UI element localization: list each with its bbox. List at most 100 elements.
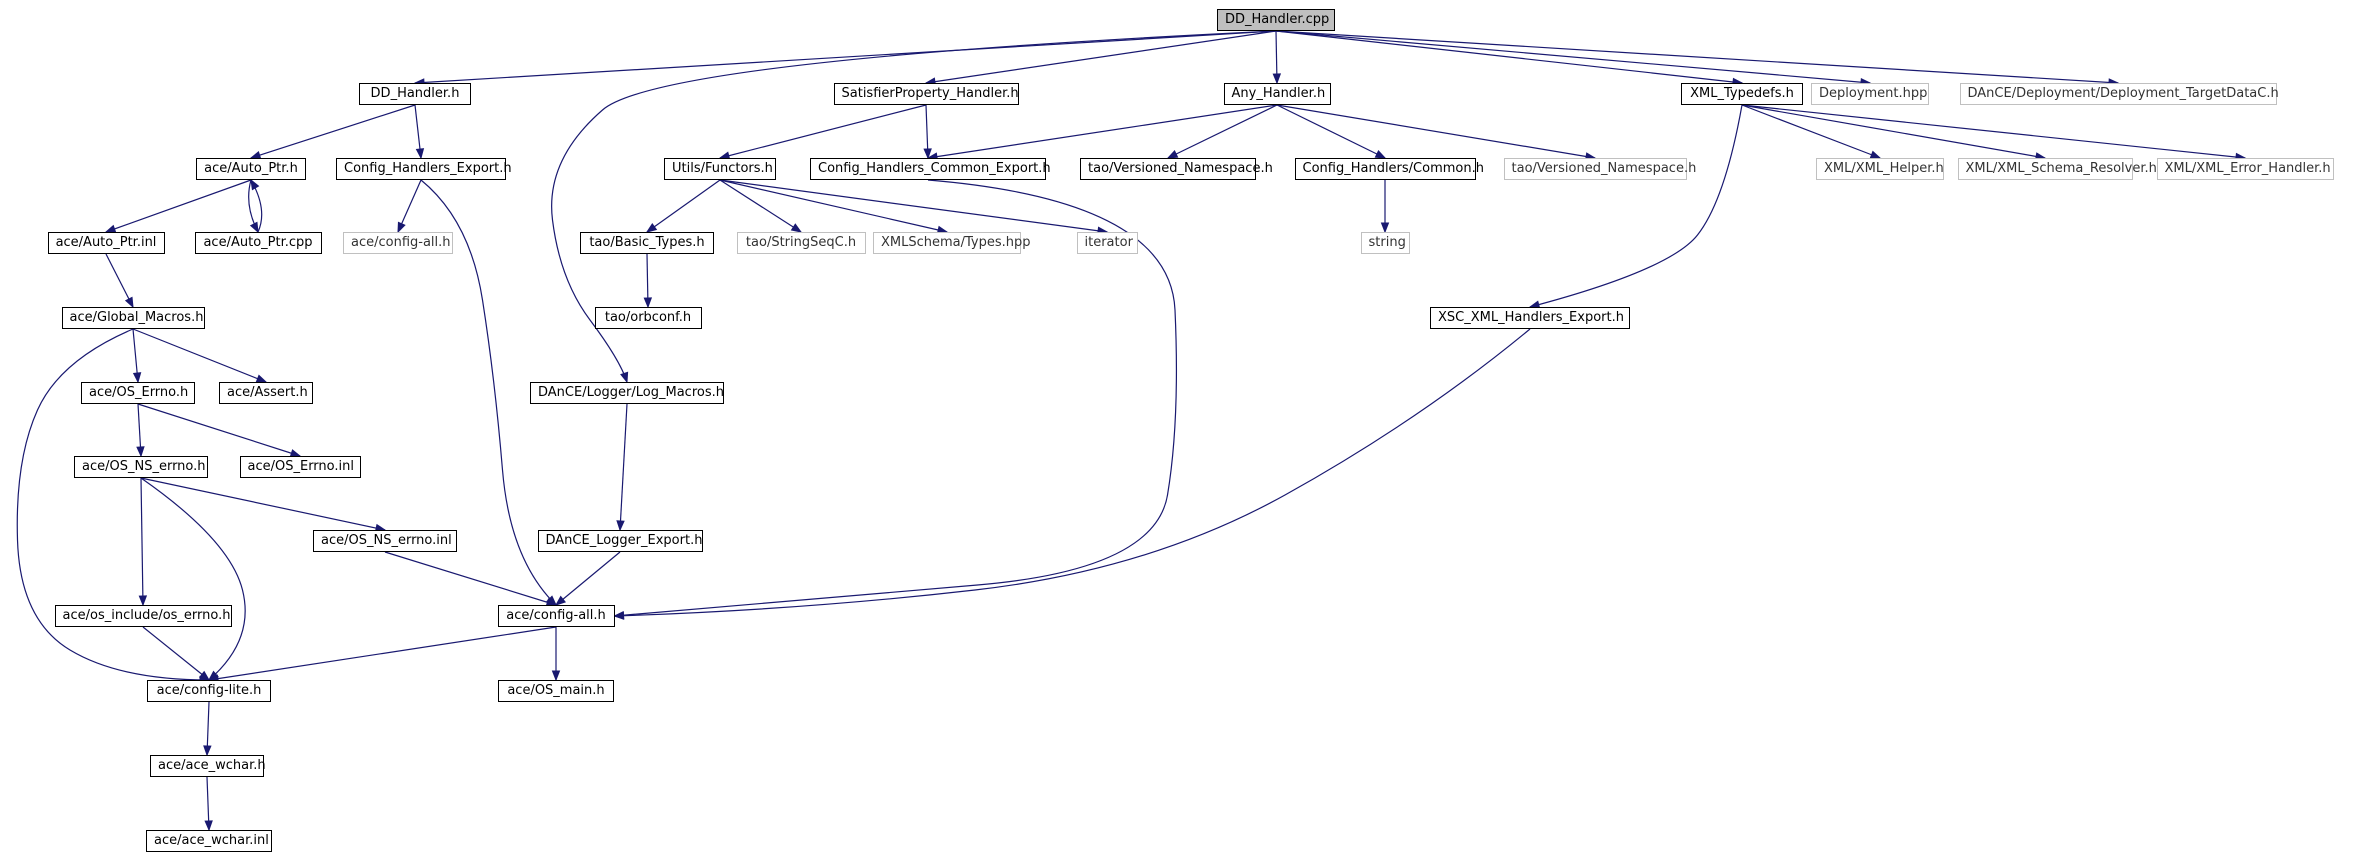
node-assert-h[interactable]: ace/Assert.h: [219, 382, 313, 404]
node-tao-versioned-1[interactable]: tao/Versioned_Namespace.h: [1080, 158, 1273, 180]
node-ace-config-all-ext: ace/config-all.h: [343, 232, 453, 254]
node-tao-stringseqc-h: tao/StringSeqC.h: [736, 232, 866, 254]
arrowhead-dd-handler-cpp-to-any-handler-h: [1272, 73, 1282, 85]
node-string: string: [1360, 232, 1410, 254]
edge-auto-ptr-inl-to-global-macros-h: [105, 253, 134, 308]
edge-any-handler-h-to-tao-versioned-2: [1276, 104, 1596, 159]
node-log-macros-h[interactable]: DAnCE/Logger/Log_Macros.h: [530, 382, 724, 404]
node-satisfier-h[interactable]: SatisfierProperty_Handler.h: [833, 83, 1019, 105]
node-xsc-xml-export-h[interactable]: XSC_XML_Handlers_Export.h: [1430, 307, 1630, 329]
node-xml-schema-resolver-h: XML/XML_Schema_Resolver.h: [1957, 158, 2157, 180]
node-utils-functors-h[interactable]: Utils/Functors.h: [664, 158, 776, 180]
edge-cfg-export-h-to-config-all-h: [420, 179, 557, 606]
arrowhead-config-lite-h-to-ace-wchar-h: [203, 745, 212, 757]
arrowhead-auto-ptr-h-to-auto-ptr-cpp: [249, 221, 259, 234]
edge-dd-handler-cpp-to-satisfier-h: [925, 30, 1277, 84]
node-tao-orbconf-h[interactable]: tao/orbconf.h: [594, 307, 702, 329]
edge-dd-handler-cpp-to-dance-target-h: [1275, 30, 2119, 84]
edge-dd-handler-cpp-to-deployment-hpp: [1275, 30, 1871, 84]
node-os-ns-errno-h[interactable]: ace/OS_NS_errno.h: [74, 456, 208, 478]
arrowhead-ace-wchar-h-to-ace-wchar-inl: [204, 820, 213, 832]
edge-os-ns-errno-inl-to-config-all-h: [384, 551, 557, 606]
arrowhead-os-errno-h-to-os-ns-errno-h: [136, 446, 145, 458]
arrowhead-cfg-common-h-to-string: [1380, 222, 1390, 234]
node-xml-typedefs-h[interactable]: XML_Typedefs.h: [1681, 83, 1803, 105]
edge-os-ns-errno-h-to-os-ns-errno-inl: [140, 477, 386, 531]
edge-dd-handler-cpp-to-log-macros-h: [551, 30, 1277, 383]
node-cfg-common-export-h[interactable]: Config_Handlers_Common_Export.h: [810, 158, 1051, 180]
edge-dd-handler-h-to-auto-ptr-h: [250, 104, 416, 159]
arrowhead-any-handler-h-to-cfg-common-h: [1374, 150, 1387, 159]
node-os-errno-h[interactable]: ace/OS_Errno.h: [81, 382, 195, 404]
node-dance-target-h: DAnCE/Deployment/Deployment_TargetDataC.…: [1959, 83, 2279, 105]
node-auto-ptr-h[interactable]: ace/Auto_Ptr.h: [196, 158, 306, 180]
node-os-ns-errno-inl[interactable]: ace/OS_NS_errno.inl: [313, 530, 457, 552]
node-os-errno-inl[interactable]: ace/OS_Errno.inl: [239, 456, 361, 478]
edge-global-macros-h-to-assert-h: [132, 328, 267, 383]
node-auto-ptr-cpp[interactable]: ace/Auto_Ptr.cpp: [194, 232, 322, 254]
edge-dance-logger-export-h-to-config-all-h: [555, 551, 621, 606]
arrowhead-dd-handler-h-to-cfg-export-h: [415, 148, 425, 160]
arrowhead-auto-ptr-cpp-to-auto-ptr-h: [250, 178, 260, 191]
edge-global-macros-h-to-config-lite-h: [16, 328, 210, 681]
arrowhead-dd-handler-cpp-to-log-macros-h: [620, 371, 629, 384]
edge-auto-ptr-h-to-auto-ptr-inl: [105, 179, 252, 233]
node-os-include-errno-h[interactable]: ace/os_include/os_errno.h: [54, 605, 232, 627]
edge-utils-functors-h-to-tao-stringseqc-h: [719, 179, 802, 233]
node-os-main-h[interactable]: ace/OS_main.h: [498, 680, 614, 702]
node-global-macros-h[interactable]: ace/Global_Macros.h: [61, 307, 205, 329]
arrowhead-satisfier-h-to-cfg-common-export-h: [923, 148, 932, 160]
edge-satisfier-h-to-utils-functors-h: [719, 104, 927, 159]
edge-any-handler-h-to-tao-versioned-1: [1167, 104, 1278, 159]
node-dd-handler-cpp[interactable]: DD_Handler.cpp: [1217, 9, 1335, 31]
arrowhead-any-handler-h-to-tao-versioned-1: [1166, 150, 1179, 159]
node-xml-helper-h: XML/XML_Helper.h: [1816, 158, 1944, 180]
node-ace-wchar-inl[interactable]: ace/ace_wchar.inl: [146, 830, 272, 852]
edge-utils-functors-h-to-iterator: [719, 179, 1108, 233]
arrowhead-cfg-export-h-to-ace-config-all-ext: [397, 221, 406, 234]
edge-os-ns-errno-h-to-config-lite-h: [140, 477, 246, 681]
edge-os-errno-h-to-os-errno-inl: [137, 403, 301, 457]
arrowhead-os-include-errno-h-to-config-lite-h: [198, 670, 211, 681]
edge-xml-typedefs-h-to-xsc-xml-export-h: [1529, 104, 1743, 308]
node-tao-basic-types-h[interactable]: tao/Basic_Types.h: [580, 232, 714, 254]
arrowhead-utils-functors-h-to-tao-stringseqc-h: [790, 223, 803, 233]
edge-utils-functors-h-to-xmlschema-types-hpp: [719, 179, 948, 233]
edge-xml-typedefs-h-to-xml-error-handler-h: [1741, 104, 2246, 159]
arrowhead-xsc-xml-export-h-to-config-all-h: [613, 611, 625, 620]
arrowhead-global-macros-h-to-os-errno-h: [132, 372, 142, 384]
node-ace-wchar-h[interactable]: ace/ace_wchar.h: [150, 755, 266, 777]
node-any-handler-h[interactable]: Any_Handler.h: [1223, 83, 1331, 105]
node-cfg-common-h[interactable]: Config_Handlers/Common.h: [1294, 158, 1484, 180]
edge-any-handler-h-to-cfg-common-h: [1276, 104, 1386, 159]
node-iterator: iterator: [1076, 232, 1138, 254]
edge-utils-functors-h-to-tao-basic-types-h: [646, 179, 721, 233]
edge-dd-handler-cpp-to-xml-typedefs-h: [1275, 30, 1743, 84]
edge-any-handler-h-to-cfg-common-export-h: [927, 104, 1278, 159]
node-dance-logger-export-h[interactable]: DAnCE_Logger_Export.h: [537, 530, 703, 552]
node-deployment-hpp: Deployment.hpp: [1811, 83, 1929, 105]
node-cfg-export-h[interactable]: Config_Handlers_Export.h: [336, 158, 512, 180]
node-xmlschema-types-hpp: XMLSchema/Types.hpp: [873, 232, 1031, 254]
arrowhead-log-macros-h-to-dance-logger-export-h: [616, 520, 625, 532]
arrowhead-dance-logger-export-h-to-config-all-h: [554, 595, 567, 606]
node-tao-versioned-2: tao/Versioned_Namespace.h: [1503, 158, 1696, 180]
arrowhead-tao-basic-types-h-to-tao-orbconf-h: [643, 297, 653, 309]
edge-log-macros-h-to-dance-logger-export-h: [619, 403, 628, 531]
node-config-all-h[interactable]: ace/config-all.h: [497, 605, 615, 627]
edge-xsc-xml-export-h-to-config-all-h: [614, 328, 1531, 617]
edge-xml-typedefs-h-to-xml-helper-h: [1741, 104, 1881, 159]
node-config-lite-h[interactable]: ace/config-lite.h: [147, 680, 271, 702]
arrowhead-global-macros-h-to-assert-h: [255, 374, 268, 383]
node-auto-ptr-inl[interactable]: ace/Auto_Ptr.inl: [47, 232, 165, 254]
arrowhead-config-all-h-to-os-main-h: [551, 670, 561, 682]
edge-os-ns-errno-h-to-os-include-errno-h: [140, 477, 144, 606]
edge-os-include-errno-h-to-config-lite-h: [142, 626, 210, 681]
edge-config-all-h-to-config-lite-h: [208, 626, 557, 681]
node-dd-handler-h[interactable]: DD_Handler.h: [359, 83, 471, 105]
arrowhead-utils-functors-h-to-tao-basic-types-h: [645, 223, 658, 233]
edge-xml-typedefs-h-to-xml-schema-resolver-h: [1741, 104, 2046, 159]
edge-dd-handler-cpp-to-dd-handler-h: [414, 30, 1277, 84]
